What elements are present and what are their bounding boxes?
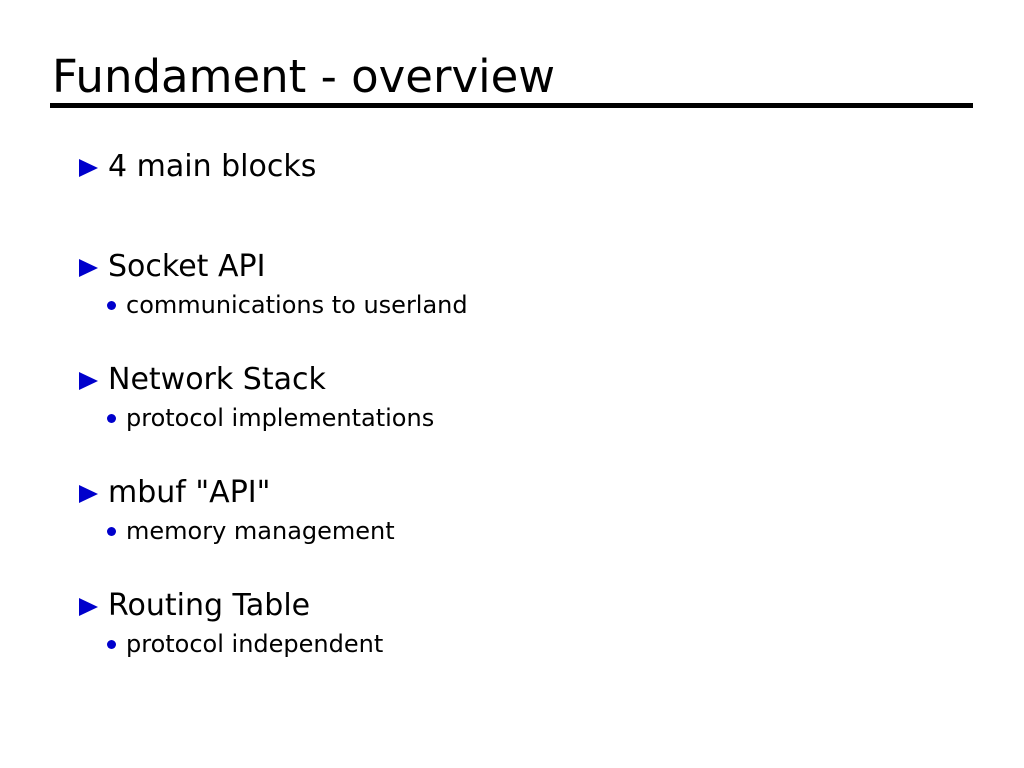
bullet-list: 4 main blocks Socket API communications …: [0, 140, 1024, 660]
bullet-level1-label: Socket API: [108, 249, 266, 284]
bullet-level2: protocol implementations: [0, 402, 1024, 434]
bullet-level1: mbuf "API": [0, 474, 1024, 512]
bullet-level1-label: Routing Table: [108, 588, 311, 623]
dot-icon: [107, 640, 116, 649]
list-item: Network Stack protocol implementations: [0, 361, 1024, 434]
page-title: Fundament - overview: [52, 50, 556, 103]
bullet-level1: 4 main blocks: [0, 148, 1024, 186]
list-item: Socket API communications to userland: [0, 248, 1024, 321]
bullet-level2-label: protocol implementations: [126, 404, 435, 432]
bullet-level2-label: memory management: [126, 517, 395, 545]
bullet-level1-label: 4 main blocks: [108, 149, 317, 184]
triangle-right-icon: [79, 598, 98, 616]
bullet-level1: Routing Table: [0, 587, 1024, 625]
bullet-level2: protocol independent: [0, 628, 1024, 660]
list-item: 4 main blocks: [0, 148, 1024, 186]
bullet-level2: communications to userland: [0, 289, 1024, 321]
dot-icon: [107, 414, 116, 423]
bullet-level2-label: communications to userland: [126, 291, 468, 319]
triangle-right-icon: [79, 485, 98, 503]
triangle-right-icon: [79, 259, 98, 277]
bullet-level2-label: protocol independent: [126, 630, 384, 658]
list-item: mbuf "API" memory management: [0, 474, 1024, 547]
bullet-level1: Network Stack: [0, 361, 1024, 399]
triangle-right-icon: [79, 159, 98, 177]
bullet-level2: memory management: [0, 515, 1024, 547]
title-underline-rule: [50, 103, 973, 108]
list-item: Routing Table protocol independent: [0, 587, 1024, 660]
dot-icon: [107, 527, 116, 536]
bullet-level1-label: Network Stack: [108, 362, 326, 397]
bullet-level1: Socket API: [0, 248, 1024, 286]
triangle-right-icon: [79, 372, 98, 390]
bullet-level1-label: mbuf "API": [108, 475, 271, 510]
dot-icon: [107, 301, 116, 310]
